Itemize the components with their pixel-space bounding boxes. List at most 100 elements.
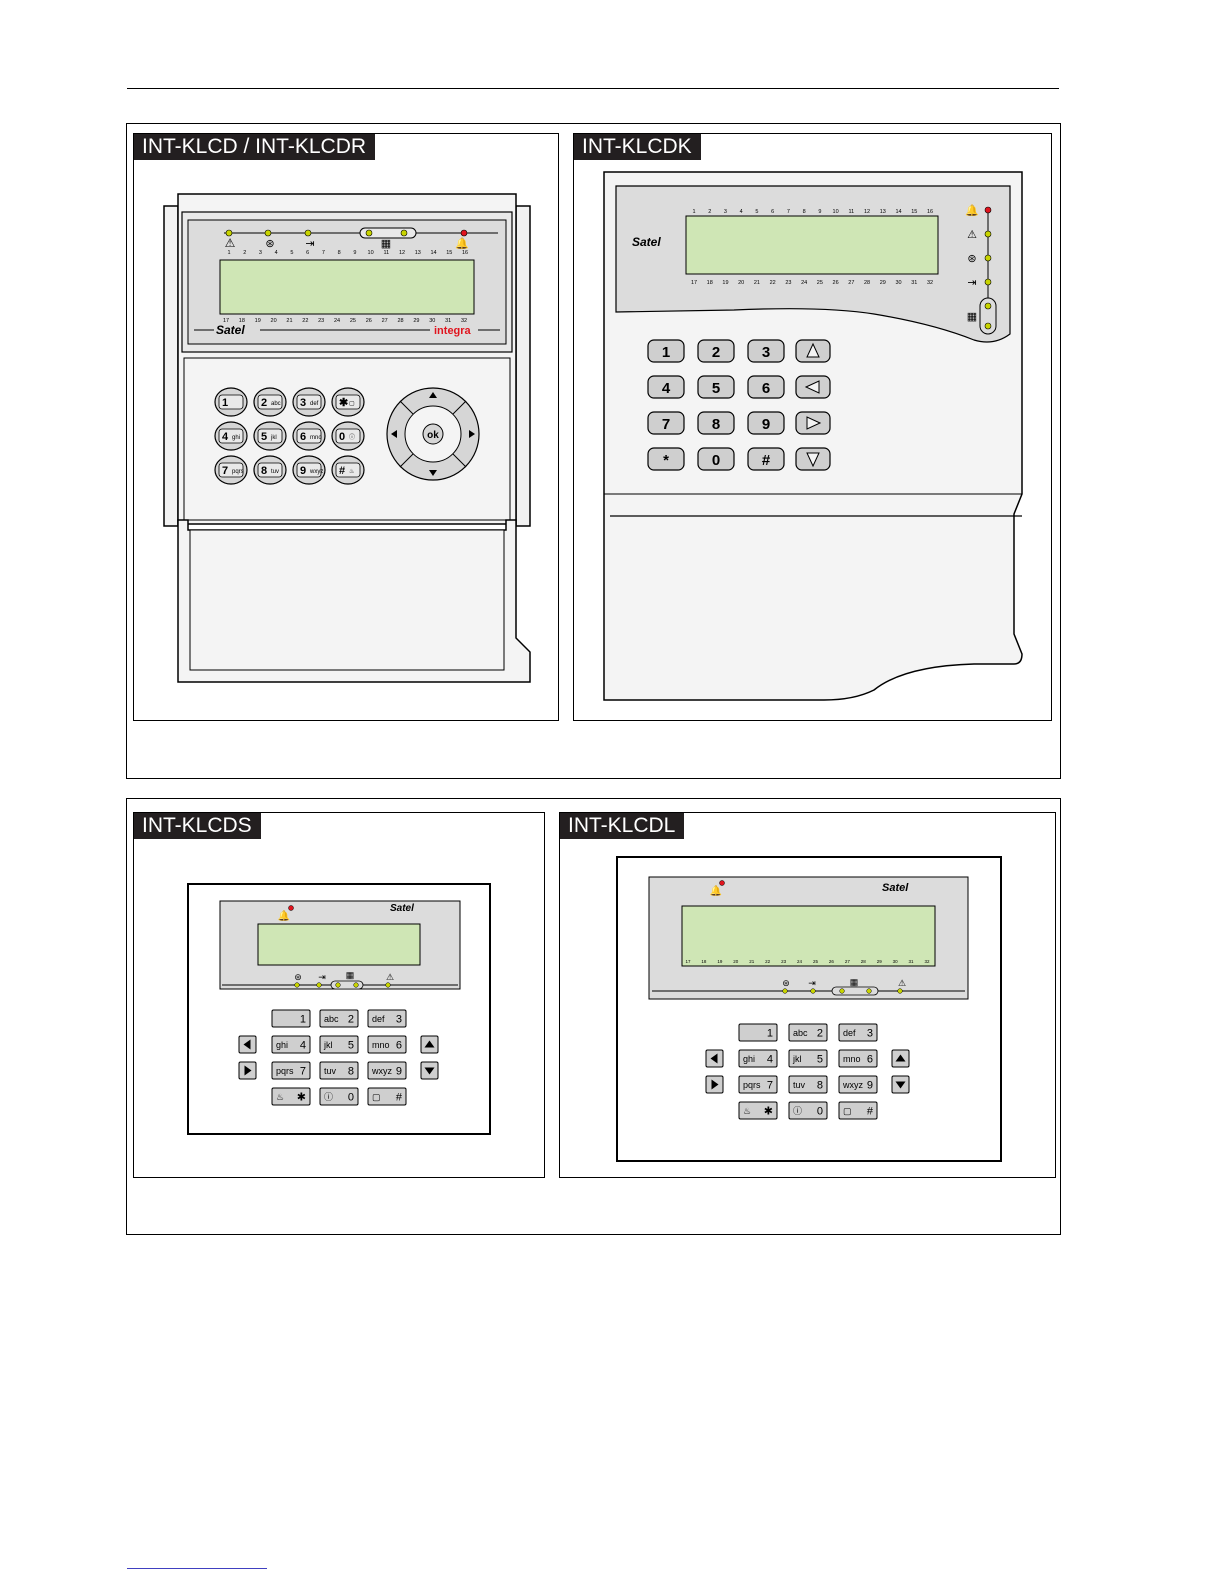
svg-text:▦: ▦ <box>850 977 859 987</box>
keypad-key[interactable]: ✱▢ <box>331 387 365 417</box>
zone-number: 14 <box>430 250 436 256</box>
keypad-key[interactable]: 2 <box>697 339 735 363</box>
keypad-key[interactable]: 9 <box>747 411 785 435</box>
zone-number: 23 <box>318 318 324 324</box>
svg-text:tuv: tuv <box>324 1066 337 1076</box>
svg-text:def: def <box>843 1028 856 1038</box>
svg-text:def: def <box>372 1014 385 1024</box>
svg-text:⚠: ⚠ <box>967 229 977 241</box>
keypad-key[interactable]: * <box>647 447 685 471</box>
zone-number: 18 <box>701 959 707 964</box>
arrow-right-key[interactable] <box>795 411 831 435</box>
svg-text:1: 1 <box>222 397 228 409</box>
svg-text:ⓘ: ⓘ <box>324 1092 333 1102</box>
svg-text:7: 7 <box>662 416 670 433</box>
arrow-left-key[interactable] <box>795 375 831 399</box>
svg-text:mno: mno <box>310 435 322 441</box>
zone-number: 9 <box>353 250 356 256</box>
keypad-key[interactable]: 4 <box>647 375 685 399</box>
keypad-key[interactable]: 1 <box>738 1023 778 1042</box>
zone-number: 17 <box>223 318 229 324</box>
arrow-down-key[interactable] <box>420 1061 439 1080</box>
svg-text:🔔: 🔔 <box>455 237 469 250</box>
arrow-left-key[interactable] <box>238 1035 257 1054</box>
svg-text:mno: mno <box>843 1054 861 1064</box>
keypad-key[interactable]: 6 <box>747 375 785 399</box>
svg-text:3: 3 <box>396 1014 402 1026</box>
keypad-key[interactable]: 1 <box>647 339 685 363</box>
keypad-key[interactable]: #♨ <box>331 455 365 485</box>
keypad-key[interactable]: ♨✱ <box>738 1101 778 1120</box>
panel-int-klcdl: INT-KLCDL 🔔 Satel 1234567891011121314151… <box>559 812 1056 1178</box>
ok-key-label: ok <box>427 430 439 441</box>
zone-number: 22 <box>765 959 771 964</box>
zone-number: 15 <box>911 209 917 215</box>
arrow-up-key[interactable] <box>891 1049 910 1068</box>
keypad-key[interactable]: 3 <box>747 339 785 363</box>
keypad-key[interactable]: 0 <box>697 447 735 471</box>
svg-text:ghi: ghi <box>743 1054 755 1064</box>
keypad-key[interactable]: ▢# <box>838 1101 878 1120</box>
arrow-down-key[interactable] <box>891 1075 910 1094</box>
keypad-key[interactable]: 7 <box>647 411 685 435</box>
keypad-key[interactable]: 8 <box>697 411 735 435</box>
keypad-key[interactable]: 5 <box>697 375 735 399</box>
zone-number: 4 <box>740 209 743 215</box>
arrow-right-key[interactable] <box>705 1075 724 1094</box>
zone-number: 32 <box>927 280 933 286</box>
svg-text:▦: ▦ <box>381 238 391 250</box>
arrow-down-key[interactable] <box>795 447 831 471</box>
zone-number: 31 <box>911 280 917 286</box>
keypad-key[interactable]: ♨✱ <box>271 1087 311 1106</box>
svg-text:#: # <box>396 1092 403 1104</box>
keypad-key[interactable]: ▢# <box>367 1087 407 1106</box>
zone-number: 17 <box>691 280 697 286</box>
svg-text:ghi: ghi <box>276 1040 288 1050</box>
zone-number: 2 <box>243 250 246 256</box>
arrow-up-key[interactable] <box>420 1035 439 1054</box>
arrow-right-key[interactable] <box>238 1061 257 1080</box>
keypad-key[interactable]: 6 mno <box>292 421 326 451</box>
svg-text:1: 1 <box>300 1014 306 1026</box>
arrow-left-key[interactable] <box>705 1049 724 1068</box>
keypad-key[interactable]: def 3 <box>367 1009 407 1028</box>
keypad-key[interactable]: 1 <box>214 387 248 417</box>
arrow-up-key[interactable] <box>795 339 831 363</box>
figure-frame-top <box>126 123 1061 779</box>
svg-text:ⓘ: ⓘ <box>349 433 355 441</box>
keypad-key[interactable]: # <box>747 447 785 471</box>
zone-number: 31 <box>445 318 451 324</box>
svg-text:6: 6 <box>300 431 306 443</box>
zone-number: 3 <box>724 209 727 215</box>
zone-number: 10 <box>368 250 374 256</box>
keypad-key[interactable]: 1 <box>271 1009 311 1028</box>
svg-text:⊛: ⊛ <box>782 978 790 988</box>
